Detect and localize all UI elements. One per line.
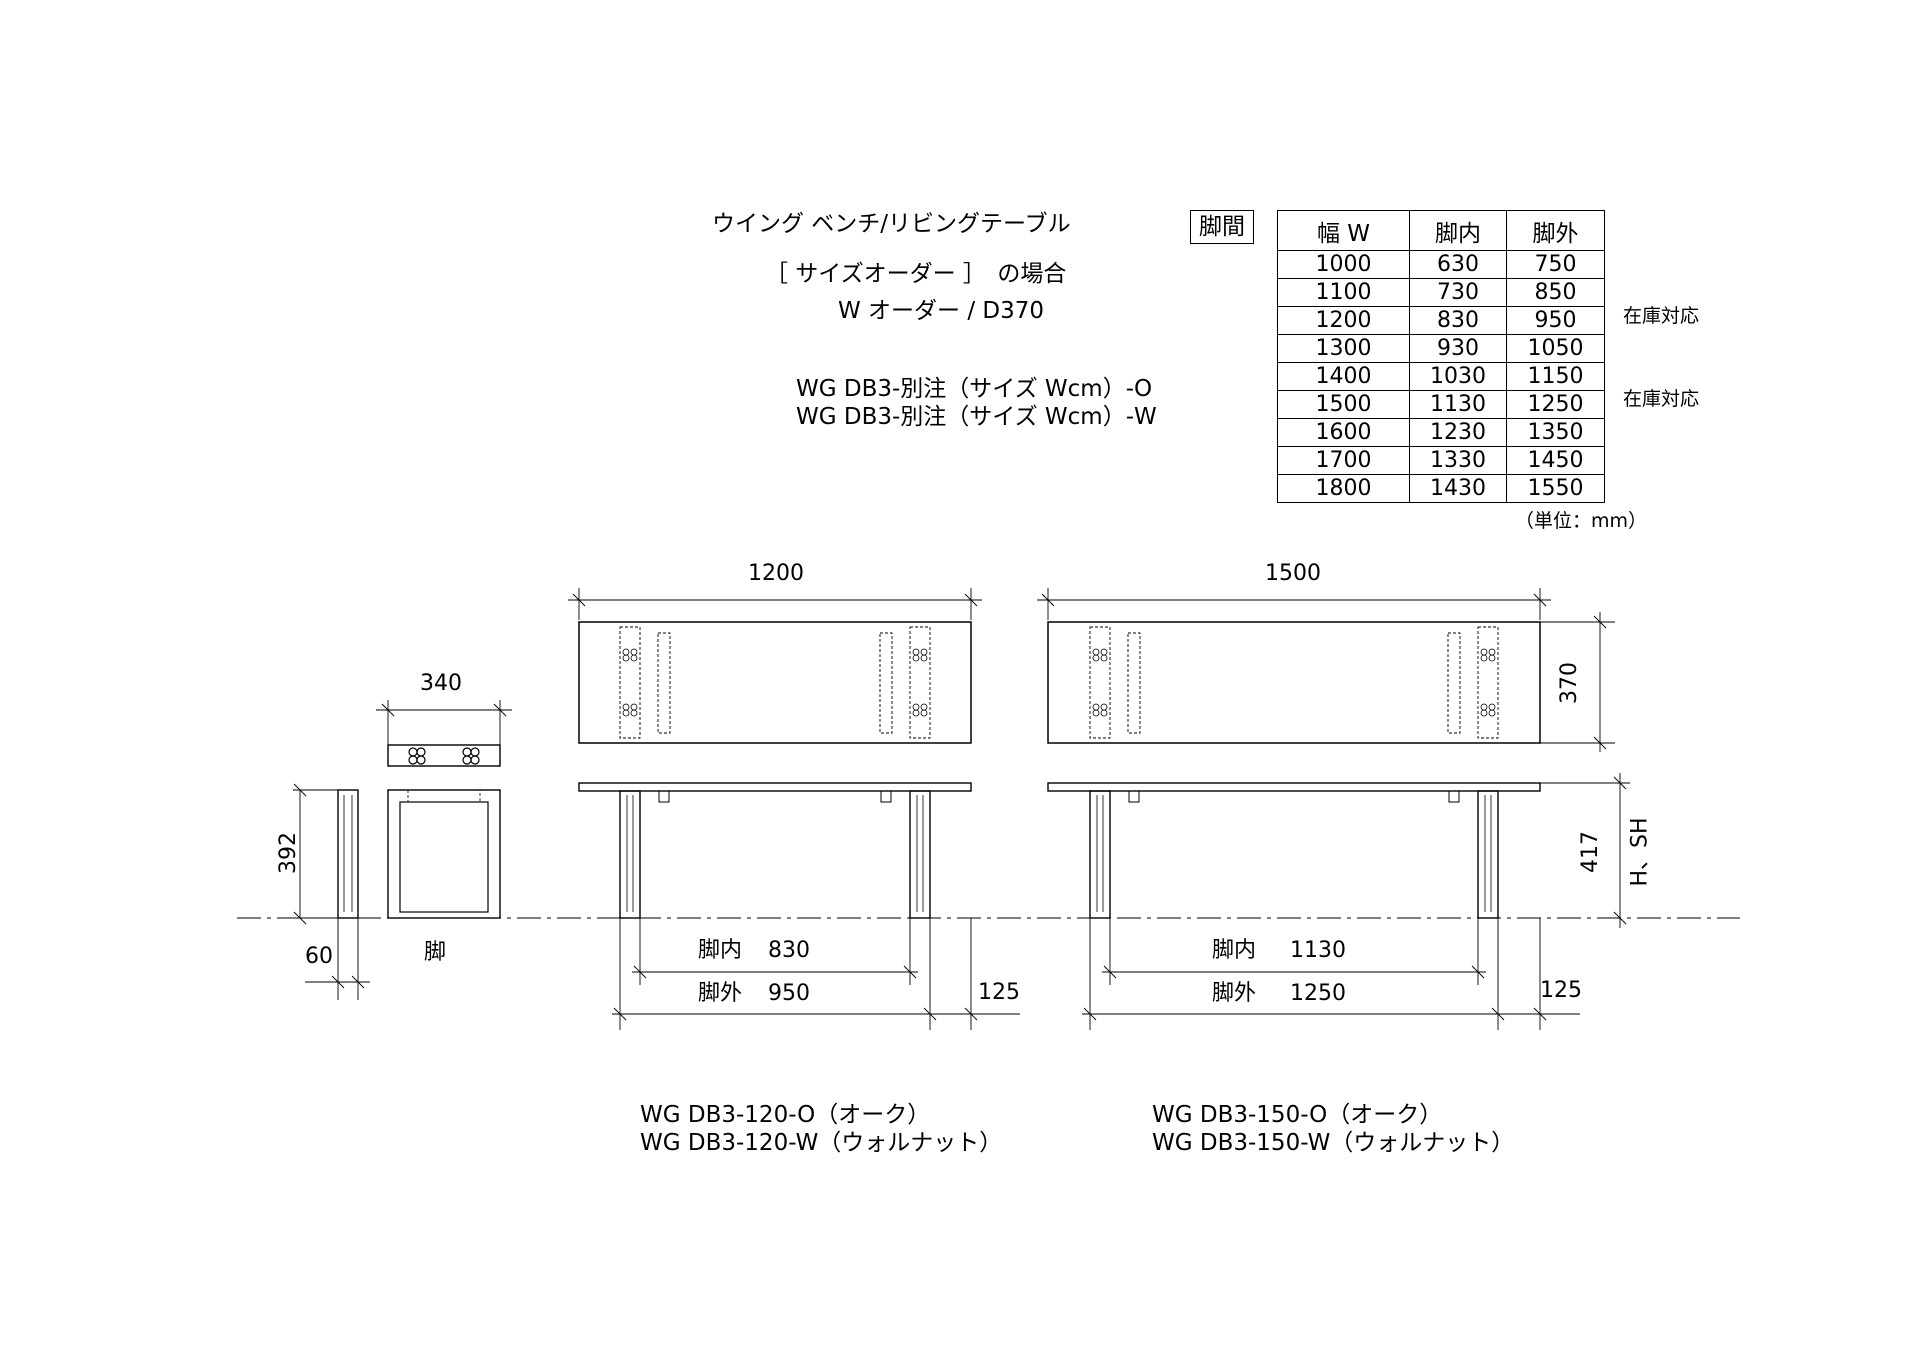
table-cell: 1150 xyxy=(1506,362,1605,391)
leg-table-label: 脚間 xyxy=(1190,210,1254,244)
header-inner: 脚内 xyxy=(1409,210,1507,251)
header-outer: 脚外 xyxy=(1506,210,1605,251)
table-cell: 1300 xyxy=(1277,334,1410,363)
bench-1200-inner-label: 脚内 xyxy=(698,938,743,963)
side-width-label: 340 xyxy=(420,671,462,696)
bench-1500-width-label: 1500 xyxy=(1265,561,1321,586)
leg-frame-front xyxy=(387,744,501,919)
side-view-leg xyxy=(337,789,359,919)
table-cell: 1800 xyxy=(1277,474,1410,503)
side-height-label: 392 xyxy=(276,832,301,874)
bench-1200-outer-value: 950 xyxy=(768,981,810,1006)
table-cell: 1230 xyxy=(1409,418,1507,447)
table-cell: 1000 xyxy=(1277,250,1410,279)
table-cell: 1550 xyxy=(1506,474,1605,503)
table-cell: 1500 xyxy=(1277,390,1410,419)
bench-1500-seat xyxy=(1047,782,1541,792)
bench-1500-outer-value: 1250 xyxy=(1290,981,1346,1006)
bench-1200-offset-label: 125 xyxy=(978,980,1020,1005)
bench-1200-code-walnut: WG DB3-120-W（ウォルナット） xyxy=(640,1130,1003,1156)
bench-1500-offset-label: 125 xyxy=(1540,978,1582,1003)
order-spec: W オーダー / D370 xyxy=(838,298,1045,324)
bench-1200-code-oak: WG DB3-120-O（オーク） xyxy=(640,1102,931,1128)
bench-1500-code-walnut: WG DB3-150-W（ウォルナット） xyxy=(1152,1130,1515,1156)
bench-1200-inner-value: 830 xyxy=(768,938,810,963)
table-cell: 1100 xyxy=(1277,278,1410,307)
table-cell: 1130 xyxy=(1409,390,1507,419)
custom-code-walnut: WG DB3-別注（サイズ Wcm）-W xyxy=(796,404,1157,430)
unit-note: （単位：mm） xyxy=(1515,510,1648,532)
table-cell: 1700 xyxy=(1277,446,1410,475)
table-cell: 630 xyxy=(1409,250,1507,279)
bench-1500-top-plan xyxy=(1047,621,1541,744)
table-cell: 1050 xyxy=(1506,334,1605,363)
table-cell: 1200 xyxy=(1277,306,1410,335)
bench-1500-height-caption: H、SH xyxy=(1627,817,1653,887)
stock-note-1200: 在庫対応 xyxy=(1623,305,1700,327)
table-cell: 1030 xyxy=(1409,362,1507,391)
table-cell: 830 xyxy=(1409,306,1507,335)
custom-code-oak: WG DB3-別注（サイズ Wcm）-O xyxy=(796,376,1153,402)
table-cell: 1430 xyxy=(1409,474,1507,503)
bench-1500-outer-label: 脚外 xyxy=(1212,981,1257,1006)
stock-note-1500: 在庫対応 xyxy=(1623,388,1700,410)
bench-1200-outer-label: 脚外 xyxy=(698,981,743,1006)
table-cell: 750 xyxy=(1506,250,1605,279)
table-cell: 1600 xyxy=(1277,418,1410,447)
bench-1500-depth-label: 370 xyxy=(1557,662,1582,704)
table-cell: 950 xyxy=(1506,306,1605,335)
leg-width-label: 60 xyxy=(305,944,333,969)
size-order-heading: ［ サイズオーダー ］ の場合 xyxy=(765,261,1067,287)
bench-1200-width-label: 1200 xyxy=(748,561,804,586)
leg-caption: 脚 xyxy=(424,940,447,965)
table-cell: 1250 xyxy=(1506,390,1605,419)
bench-1200-top-plan xyxy=(578,621,972,744)
bench-1200-seat xyxy=(578,782,972,792)
table-cell: 1450 xyxy=(1506,446,1605,475)
bench-1500-code-oak: WG DB3-150-O（オーク） xyxy=(1152,1102,1443,1128)
bench-1500-height-label: 417 xyxy=(1578,831,1603,873)
bench-1500-inner-label: 脚内 xyxy=(1212,938,1257,963)
bench-1500-inner-value: 1130 xyxy=(1290,938,1346,963)
product-title: ウイング ベンチ/リビングテーブル xyxy=(712,211,1071,237)
